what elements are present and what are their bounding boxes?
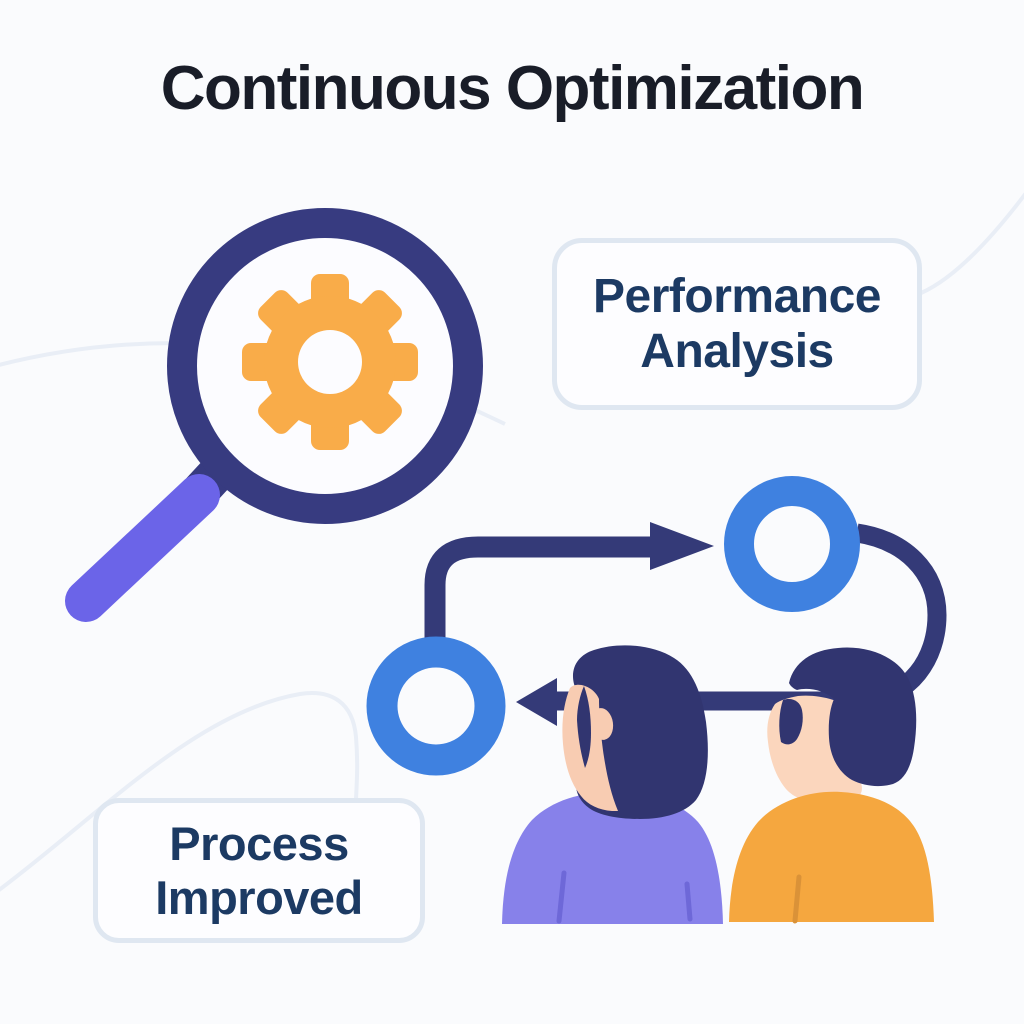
woman-figure xyxy=(502,645,723,924)
man-shirt-fold xyxy=(792,874,802,924)
man-figure xyxy=(729,647,934,924)
arrowhead-right-icon xyxy=(650,522,714,570)
page-title: Continuous Optimization xyxy=(160,54,865,123)
arrowhead-left-icon xyxy=(516,678,557,726)
gear-icon xyxy=(242,274,418,450)
process-card-line2: Improved xyxy=(155,870,363,924)
node-ring-left xyxy=(366,636,506,776)
process-improved-card: Process Improved xyxy=(93,798,425,943)
woman-shirt-folds xyxy=(556,870,693,924)
performance-card-line2: Analysis xyxy=(640,325,834,378)
performance-analysis-card: Performance Analysis xyxy=(552,238,922,410)
man-sideburn xyxy=(779,699,803,745)
node-ring-right xyxy=(724,476,860,612)
performance-card-line1: Performance xyxy=(593,270,881,323)
decor-curve-bottom-left xyxy=(0,691,360,892)
cycle-arrow-top xyxy=(424,536,652,650)
gear-center-hole xyxy=(298,330,362,394)
process-card-line1: Process xyxy=(169,816,349,870)
man-hair xyxy=(789,647,917,787)
woman-hair-strand xyxy=(577,686,591,768)
woman-face xyxy=(562,684,618,811)
woman-shirt xyxy=(502,792,723,924)
lens-ring xyxy=(167,208,483,524)
decor-curve-top-right xyxy=(920,192,1024,295)
man-ear xyxy=(799,709,827,745)
man-shirt xyxy=(729,791,934,922)
magnifying-glass-icon xyxy=(65,208,483,622)
woman-ear xyxy=(590,708,614,740)
magnifier-handle-icon xyxy=(65,474,220,622)
